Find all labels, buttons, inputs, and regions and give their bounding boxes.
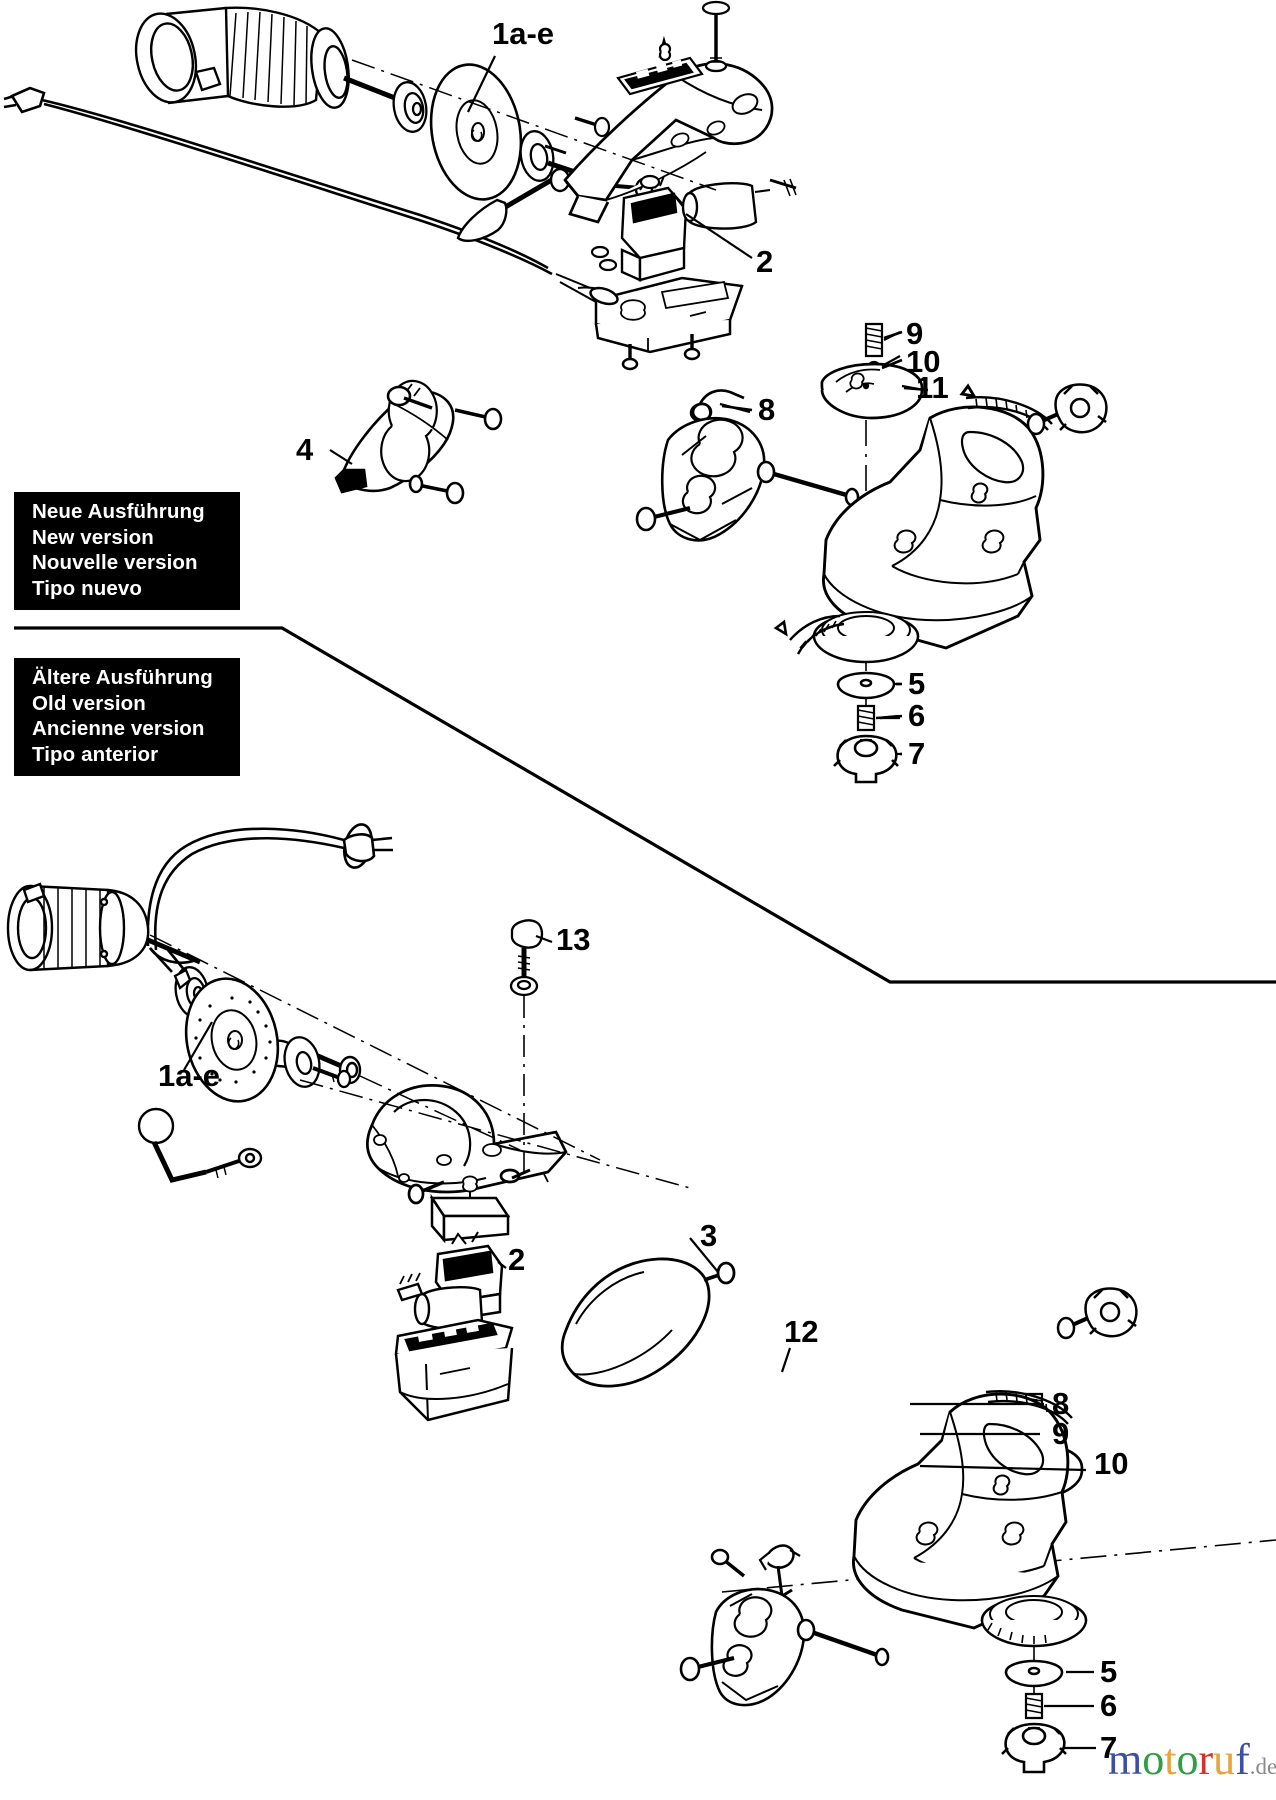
callout-lower-1a-e: 1a-e <box>158 1058 221 1093</box>
axis-centerlines <box>149 59 717 1189</box>
pivot-knob-lower <box>1056 1287 1138 1340</box>
callout-upper-4: 4 <box>296 432 314 467</box>
callout-upper-5: 5 <box>908 666 926 701</box>
clip-12 <box>758 1544 801 1599</box>
handle-knob-lower <box>137 1107 263 1183</box>
pivot-knob-upper <box>1026 383 1108 436</box>
spring-6-lower <box>1024 1692 1044 1720</box>
guard-cover-3 <box>560 1257 736 1388</box>
callout-upper-2: 2 <box>756 244 774 279</box>
callout-lower-13: 13 <box>556 922 591 957</box>
base-ring-lower <box>980 1595 1088 1648</box>
callout-upper-9: 10 <box>906 344 941 379</box>
callout-upper-1a-e: 1a-e <box>492 16 555 51</box>
callout-upper-6: 6 <box>908 698 926 733</box>
callout-lower-12: 12 <box>784 1314 819 1349</box>
wheel-housing-lower <box>852 1390 1073 1630</box>
power-cord-lower <box>146 823 393 973</box>
callout-upper-11: 8 <box>758 392 776 427</box>
adjust-bracket-lower <box>679 1548 890 1707</box>
callout-upper-8: 9 <box>906 316 924 351</box>
power-cord-upper <box>3 86 553 276</box>
section-divider <box>14 626 1276 984</box>
callout-lower-5: 5 <box>1100 1654 1118 1689</box>
callout-lower-7: 7 <box>1100 1730 1118 1765</box>
watermark-letter: u <box>1213 1735 1236 1784</box>
washer-5-lower <box>1004 1659 1064 1688</box>
watermark-letters: motoruf <box>1108 1738 1250 1782</box>
upper-assembly-artwork <box>3 0 1108 784</box>
fasteners-upper <box>544 116 797 272</box>
capacitor-upper <box>681 182 771 230</box>
motor-armature-upper <box>134 6 401 109</box>
spring-6-upper <box>856 704 876 732</box>
guard-bracket-4 <box>334 379 503 505</box>
watermark-suffix: .de <box>1249 1754 1276 1779</box>
watermark-letter: m <box>1108 1735 1143 1784</box>
nameplate-upper <box>616 35 704 96</box>
watermark-letter: t <box>1164 1735 1177 1784</box>
callout-lower-8: 8 <box>1052 1386 1070 1421</box>
grinder-housing-lower <box>366 1084 568 1205</box>
inner-flange-upper <box>392 81 428 133</box>
callout-lower-3: 3 <box>700 1218 718 1253</box>
watermark-letter: r <box>1198 1735 1214 1784</box>
callout-lower-6: 6 <box>1100 1688 1118 1723</box>
callout-lower-10: 10 <box>1094 1446 1129 1481</box>
callout-lower-2: 2 <box>508 1242 526 1277</box>
motor-lower <box>6 882 201 972</box>
base-shoe-upper <box>555 273 744 371</box>
callout-upper-10: 11 <box>916 370 949 405</box>
washer-5-upper <box>836 671 896 700</box>
bolt-13 <box>509 919 544 997</box>
housing-screw-upper <box>701 0 731 73</box>
version-label-new: Neue Ausführung New version Nouvelle ver… <box>14 492 240 610</box>
callout-upper-7: 7 <box>908 736 926 771</box>
version-label-old: Ältere Ausführung Old version Ancienne v… <box>14 658 240 776</box>
watermark-motoruf: motoruf.de <box>1108 1738 1276 1789</box>
lower-assembly-artwork <box>6 823 1276 1774</box>
capacitor-lower <box>396 1272 484 1330</box>
adjust-bracket-upper <box>635 416 860 542</box>
wheel-housing-upper <box>822 383 1053 650</box>
base-ring-upper <box>773 611 920 664</box>
switch-bracket-lower <box>429 1175 511 1244</box>
grinding-disc-upper <box>429 63 523 201</box>
callout-lower-9: 9 <box>1052 1416 1070 1451</box>
callout-dashes <box>721 330 929 756</box>
threaded-pin-8 <box>864 322 884 358</box>
watermark-letter: o <box>1142 1735 1165 1784</box>
knob-7-lower <box>1001 1722 1067 1774</box>
cap-10 <box>820 362 924 420</box>
watermark-letter: o <box>1176 1735 1199 1784</box>
base-shoe-lower <box>394 1318 514 1422</box>
grinding-disc-lower <box>184 977 280 1103</box>
watermark-letter: f <box>1235 1735 1250 1784</box>
knob-7-upper <box>833 734 899 784</box>
outer-flange-lower <box>283 1036 352 1089</box>
switch-block-upper <box>620 175 688 282</box>
